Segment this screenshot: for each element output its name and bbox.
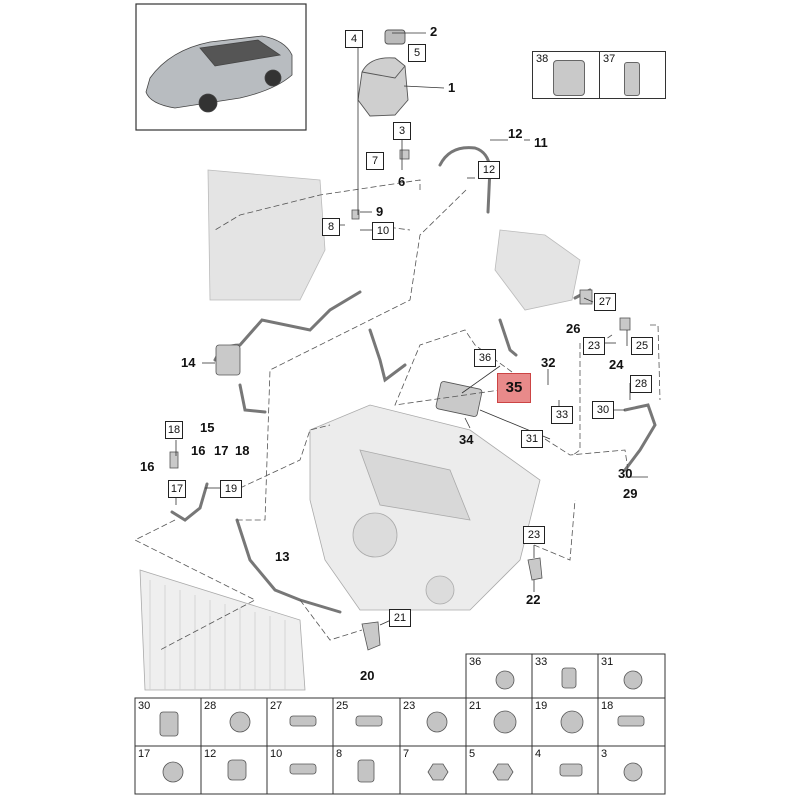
engine-block-ghost — [309, 404, 541, 611]
grid-label-36[interactable]: 36 — [469, 656, 482, 668]
hardware-grid-lines — [134, 653, 666, 795]
callout-12[interactable]: 12 — [508, 126, 523, 141]
grid-label-21[interactable]: 21 — [469, 700, 482, 712]
callout-29[interactable]: 29 — [623, 486, 638, 501]
callout-16-group[interactable]: 16 — [191, 443, 206, 458]
callout-30[interactable]: 30 — [618, 466, 633, 481]
grid-label-7[interactable]: 7 — [403, 748, 410, 760]
callout-box-3[interactable]: 3 — [393, 122, 411, 140]
body-structure-ghost — [207, 169, 581, 311]
callout-box-23-top[interactable]: 23 — [583, 337, 605, 355]
fluid-label-right: 37 — [603, 53, 616, 65]
grid-label-5[interactable]: 5 — [469, 748, 476, 760]
callout-box-8[interactable]: 8 — [322, 218, 340, 236]
callout-24[interactable]: 24 — [609, 357, 624, 372]
callout-34[interactable]: 34 — [459, 432, 474, 447]
callout-22[interactable]: 22 — [526, 592, 541, 607]
callout-box-31[interactable]: 31 — [521, 430, 543, 448]
callout-box-12-lower[interactable]: 12 — [478, 161, 500, 179]
callout-2[interactable]: 2 — [430, 24, 438, 39]
callout-box-21[interactable]: 21 — [389, 609, 411, 627]
callout-box-4[interactable]: 4 — [345, 30, 363, 48]
coolant-bottle-icon — [624, 62, 640, 96]
callout-box-7[interactable]: 7 — [366, 152, 384, 170]
callout-11[interactable]: 11 — [534, 135, 548, 150]
callout-20[interactable]: 20 — [360, 668, 375, 683]
callout-16[interactable]: 16 — [140, 459, 155, 474]
callout-9[interactable]: 9 — [376, 204, 384, 219]
callout-18-group[interactable]: 18 — [235, 443, 250, 458]
fluid-label-left: 38 — [536, 53, 549, 65]
grid-label-12[interactable]: 12 — [204, 748, 217, 760]
callout-1[interactable]: 1 — [448, 80, 456, 95]
callout-14[interactable]: 14 — [181, 355, 196, 370]
grid-label-4[interactable]: 4 — [535, 748, 542, 760]
grid-label-31[interactable]: 31 — [601, 656, 614, 668]
callout-17-group[interactable]: 17 — [214, 443, 229, 458]
callout-6[interactable]: 6 — [398, 174, 406, 189]
grid-label-23[interactable]: 23 — [403, 700, 416, 712]
callout-box-30-top[interactable]: 30 — [592, 401, 614, 419]
hardware-icons — [159, 667, 645, 783]
callout-35-highlighted[interactable]: 35 — [497, 373, 531, 403]
callout-box-25[interactable]: 25 — [631, 337, 653, 355]
callout-box-5[interactable]: 5 — [408, 44, 426, 62]
callout-box-10[interactable]: 10 — [372, 222, 394, 240]
callout-box-17[interactable]: 17 — [168, 480, 186, 498]
grid-label-18[interactable]: 18 — [601, 700, 614, 712]
grid-label-33[interactable]: 33 — [535, 656, 548, 668]
callout-13[interactable]: 13 — [275, 549, 290, 564]
callout-box-33[interactable]: 33 — [551, 406, 573, 424]
grid-label-28[interactable]: 28 — [204, 700, 217, 712]
small-components — [169, 149, 631, 651]
callout-box-27[interactable]: 27 — [594, 293, 616, 311]
callout-box-18[interactable]: 18 — [165, 421, 183, 439]
vehicle-illustration — [145, 35, 293, 113]
expansion-tank — [357, 29, 409, 117]
fluids-divider — [599, 51, 600, 99]
grid-label-19[interactable]: 19 — [535, 700, 548, 712]
grid-label-17[interactable]: 17 — [138, 748, 151, 760]
grid-label-27[interactable]: 27 — [270, 700, 283, 712]
callout-box-36[interactable]: 36 — [474, 349, 496, 367]
callout-32[interactable]: 32 — [541, 355, 556, 370]
callout-15[interactable]: 15 — [200, 420, 215, 435]
grid-label-10[interactable]: 10 — [270, 748, 283, 760]
radiator-ghost — [139, 569, 306, 691]
callout-box-23-bottom[interactable]: 23 — [523, 526, 545, 544]
dashed-routing — [134, 179, 661, 651]
grid-label-30[interactable]: 30 — [138, 700, 151, 712]
grid-label-8[interactable]: 8 — [336, 748, 343, 760]
grid-label-3[interactable]: 3 — [601, 748, 608, 760]
callout-box-28[interactable]: 28 — [630, 375, 652, 393]
callout-26[interactable]: 26 — [566, 321, 581, 336]
callout-box-19[interactable]: 19 — [220, 480, 242, 498]
grid-label-25[interactable]: 25 — [336, 700, 349, 712]
coolant-canister-icon — [553, 60, 585, 96]
